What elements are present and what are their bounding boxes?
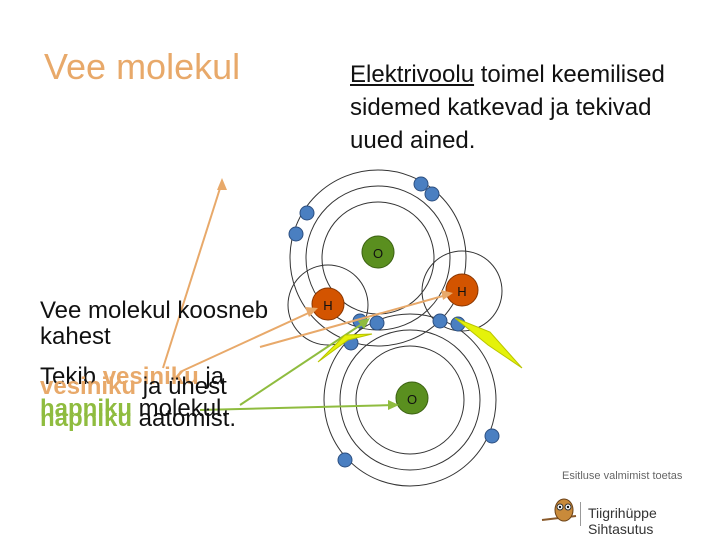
overlay-text: Tekib <box>40 363 103 390</box>
bond-break-flash <box>454 317 523 369</box>
green-arrow-line <box>199 404 396 411</box>
electron <box>484 428 500 444</box>
logo-text: Tiigrihüppe Sihtasutus <box>588 505 657 537</box>
right-description: Elektrivoolu toimel keemilised sidemed k… <box>350 58 690 157</box>
orange-arrowhead <box>217 178 227 190</box>
right-hydrogen-label: H <box>457 284 466 299</box>
right-description-rest: toimel keemilised sidemed katkevad ja te… <box>350 61 665 154</box>
electrons <box>288 176 500 468</box>
highlight-oxygen: hapniku <box>40 405 133 432</box>
orange-arrow-line <box>259 293 451 348</box>
overlay-text: ja ühest <box>136 373 227 400</box>
upper-oxygen-label: O <box>373 246 383 261</box>
bond-break-flash <box>317 333 373 363</box>
electron <box>299 205 315 221</box>
electron <box>432 313 448 329</box>
upper-oxygen-shell-3 <box>289 169 467 347</box>
electron <box>369 315 385 331</box>
electron <box>424 186 440 202</box>
overlay-line-2: hapniku molekul. <box>40 396 290 422</box>
orange-arrowhead <box>305 307 318 317</box>
highlight-oxygen: hapniku <box>40 395 133 422</box>
underlined-term: Elektrivoolu <box>350 61 475 88</box>
lower-oxygen-shell-1 <box>355 345 465 455</box>
left-hydrogen-nucleus <box>311 287 345 321</box>
electron <box>288 226 304 242</box>
green-arrows <box>199 318 399 411</box>
overlay-line-1: Tekib vesiniku ja <box>40 364 290 390</box>
left-hydrogen-shell <box>287 264 369 346</box>
lower-oxygen-nucleus <box>395 381 429 415</box>
lower-oxygen-shell-2 <box>339 329 481 471</box>
left-hydrogen-label: H <box>323 298 332 313</box>
orange-arrow-line <box>162 181 223 369</box>
green-arrow-line <box>239 319 369 406</box>
highlight-hydrogen: vesiniku <box>102 363 199 390</box>
overlay-text: aatomist. <box>132 405 237 432</box>
green-arrowhead <box>358 318 370 329</box>
logo-divider <box>580 502 581 526</box>
overlay-line-1b: vesiniku ja ühest <box>40 374 290 400</box>
electron <box>337 452 353 468</box>
green-arrowhead <box>388 400 399 410</box>
upper-oxygen-nucleus <box>361 235 395 269</box>
orange-arrowhead <box>441 290 453 300</box>
sponsor-logo: Tiigrihüppe Sihtasutus <box>540 494 720 537</box>
right-hydrogen-nucleus <box>445 273 479 307</box>
highlight-hydrogen: vesiniku <box>40 373 137 400</box>
overlay-line-2b: hapniku aatomist. <box>40 406 290 432</box>
lower-oxygen-label: O <box>407 392 417 407</box>
orange-arrows <box>162 178 453 373</box>
sponsor-caption: Esitluse valmimist toetas <box>562 470 683 482</box>
lower-oxygen-shell-3 <box>323 313 497 487</box>
left-description: Vee molekul koosneb kahest <box>40 297 269 350</box>
electron <box>413 176 429 192</box>
right-hydrogen-shell <box>421 250 503 332</box>
slide-title: Vee molekul <box>44 46 241 87</box>
overlay-text: molekul. <box>132 395 229 422</box>
overlay-text: ja <box>198 363 225 390</box>
orange-arrow-line <box>179 309 316 373</box>
owl-icon <box>541 498 577 522</box>
